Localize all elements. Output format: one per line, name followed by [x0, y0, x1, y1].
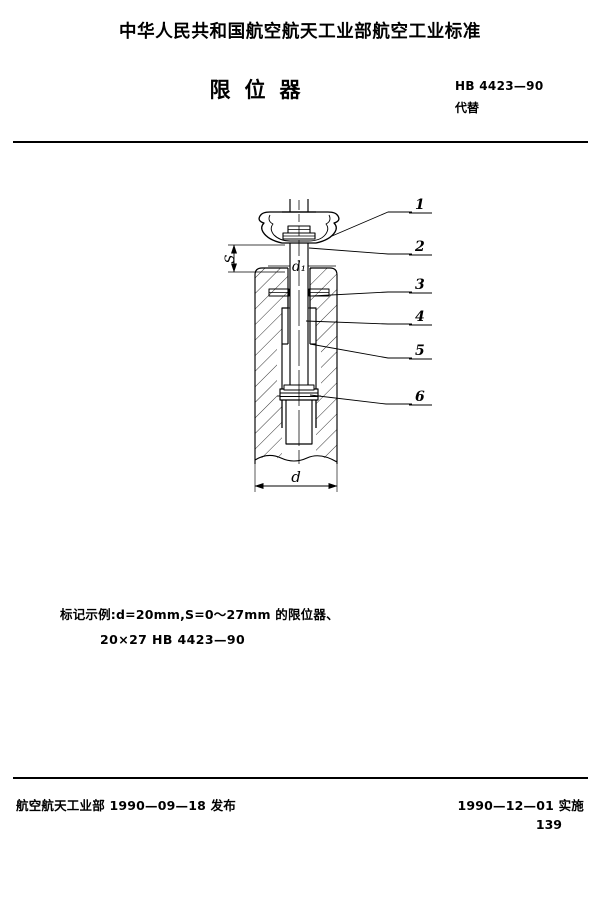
header-divider-rule: [13, 141, 588, 143]
footer-divider-rule: [13, 777, 588, 779]
callout-number-5: 5: [415, 343, 425, 359]
replaces-label: 代替: [455, 101, 480, 115]
callout-number-4: 4: [415, 309, 425, 325]
marking-example-line-1: 标记示例:d=20mm,S=0～27mm 的限位器、: [60, 607, 339, 622]
standard-code: HB 4423—90: [455, 79, 544, 93]
dimension-label-pin-diameter: d₁: [292, 259, 306, 275]
callout-number-2: 2: [414, 239, 425, 255]
technical-drawing-figure: S d₁ d 1 2 3 4 5 6: [150, 196, 450, 526]
page-title: 限位器: [209, 78, 315, 102]
dimension-label-stroke: S: [223, 254, 238, 263]
marking-example-line-2: 20×27 HB 4423—90: [100, 632, 246, 647]
dimension-label-body-diameter: d: [291, 468, 301, 486]
callout-number-6: 6: [415, 389, 425, 405]
footer-issue-info: 航空航天工业部 1990—09—18 发布: [16, 798, 236, 813]
footer-effective-info: 1990—12—01 实施: [457, 798, 584, 813]
page-number: 139: [535, 817, 562, 832]
callout-number-3: 3: [415, 277, 425, 293]
callout-number-1: 1: [415, 197, 425, 213]
issuing-authority-heading: 中华人民共和国航空航天工业部航空工业标准: [119, 22, 481, 42]
